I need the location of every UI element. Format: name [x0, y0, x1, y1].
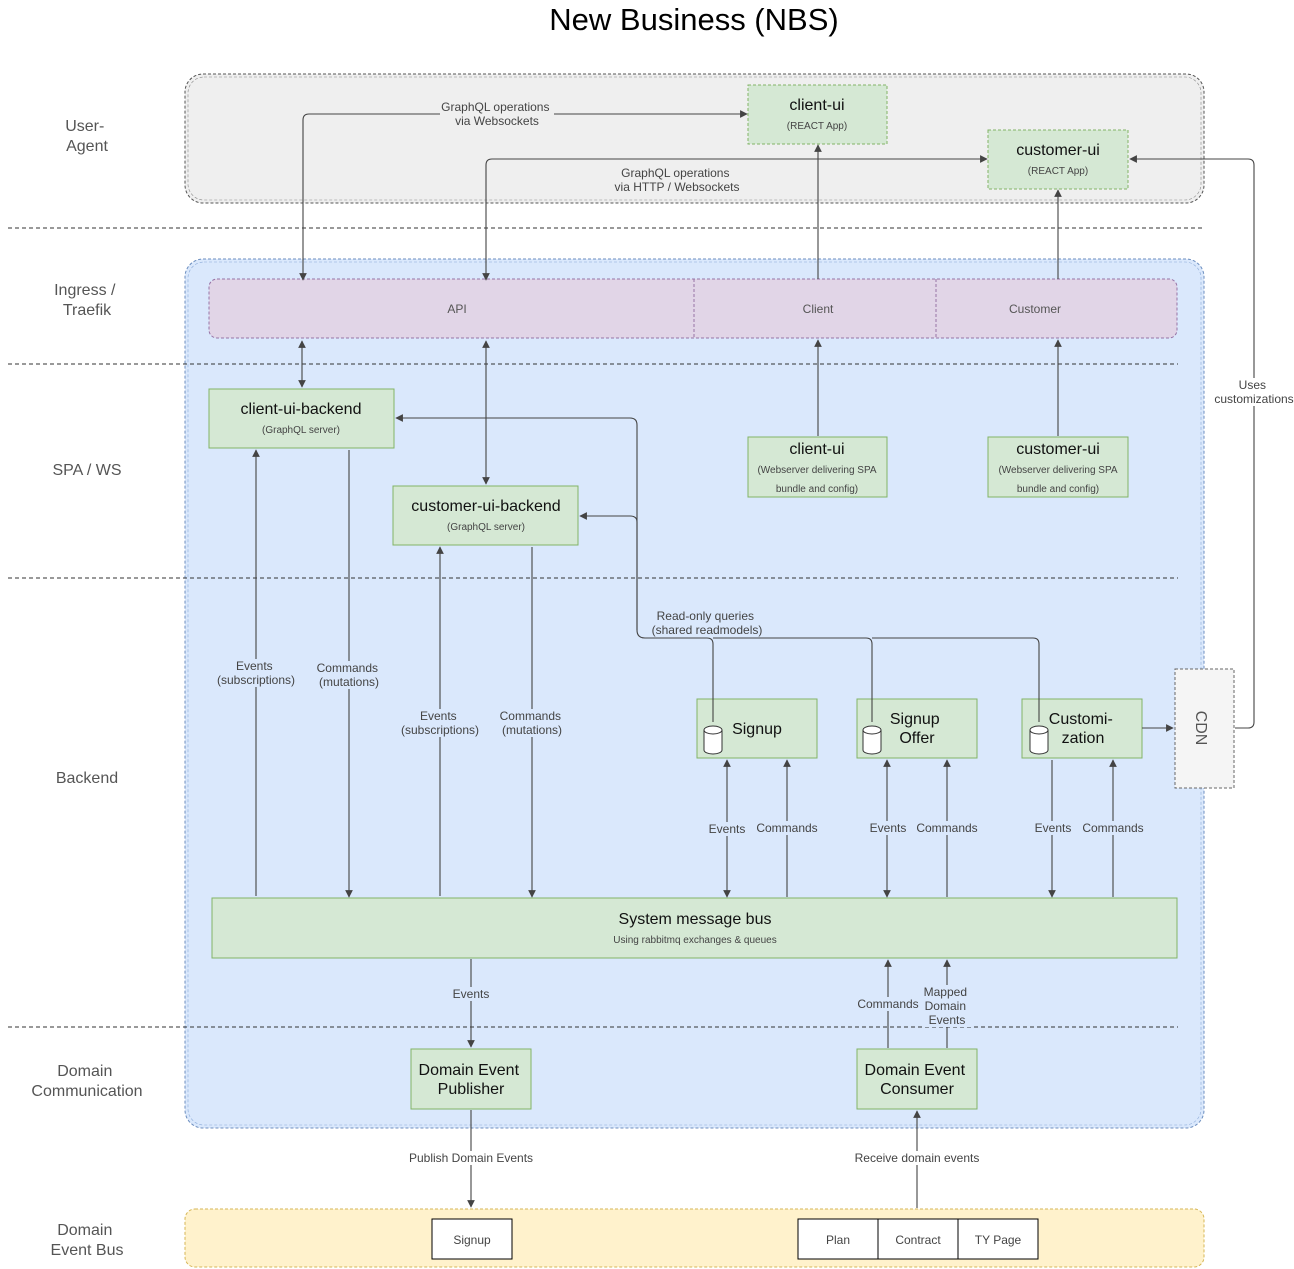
svg-text:(REACT App): (REACT App) [1028, 166, 1088, 177]
system-message-bus: System message bus Using rabbitmq exchan… [211, 897, 1178, 959]
svg-text:Plan: Plan [826, 1233, 850, 1247]
events-label: Events [1035, 821, 1072, 835]
signup-service-box: Signup [696, 698, 818, 759]
ws-connector [299, 110, 748, 281]
events-label: Events [870, 821, 907, 835]
lane-ingress: Ingress / Traefik [54, 282, 120, 319]
ingress-api: API [447, 302, 466, 316]
svg-text:(REACT App): (REACT App) [787, 121, 847, 132]
events-label: Events [453, 987, 490, 1001]
svg-text:client-ui-backend: client-ui-backend [241, 401, 362, 418]
svg-text:(GraphQL server): (GraphQL server) [447, 522, 525, 533]
events-subscriptions-label: Events (subscriptions) [217, 659, 295, 687]
readonly-queries-label: Read-only queries (shared readmodels) [652, 609, 763, 637]
customer-ui-webserver-box: customer-ui (Webserver delivering SPA bu… [987, 436, 1129, 498]
client-ui-webserver-box: client-ui (Webserver delivering SPA bund… [747, 436, 888, 498]
domain-event-publisher-box: Domain Event Publisher [410, 1048, 532, 1110]
svg-text:client-ui: client-ui [789, 441, 844, 458]
svg-text:customer-ui: customer-ui [1016, 441, 1100, 458]
svg-text:(Webserver delivering SPA: (Webserver delivering SPA [998, 465, 1117, 476]
ingress-customer: Customer [1009, 302, 1061, 316]
ws-label: GraphQL operations via Websockets [441, 100, 553, 128]
client-ui-backend-box: client-ui-backend (GraphQL server) [208, 388, 395, 449]
domain-event-bus-zone [184, 1208, 1205, 1268]
page-title: New Business (NBS) [549, 2, 838, 37]
ingress-bar: API Client Customer [208, 278, 1178, 339]
database-icon [1029, 725, 1049, 755]
customer-ui-react-box: customer-ui (REACT App) [987, 129, 1129, 190]
lane-backend: Backend [56, 770, 118, 787]
svg-text:Using rabbitmq exchanges & que: Using rabbitmq exchanges & queues [613, 935, 776, 946]
publish-domain-events-label: Publish Domain Events [409, 1151, 533, 1165]
bus-ty-page-box: TY Page [957, 1218, 1039, 1260]
svg-text:Signup: Signup [453, 1233, 491, 1247]
svg-text:Customi- zation: Customi- zation [1049, 711, 1117, 747]
svg-text:Signup Offer: Signup Offer [890, 711, 944, 747]
uses-customizations-connector [1129, 155, 1255, 729]
bus-signup-box: Signup [431, 1218, 513, 1260]
mapped-domain-events-label: Mapped Domain Events [924, 985, 971, 1027]
events-subscriptions-label: Events (subscriptions) [401, 709, 479, 737]
bus-contract-box: Contract [877, 1218, 959, 1260]
lane-domain-communication: Domain Communication [31, 1063, 142, 1100]
customization-service-box: Customi- zation [1021, 698, 1143, 759]
http-connector [482, 155, 988, 281]
http-label: GraphQL operations via HTTP / Websockets [615, 166, 740, 194]
svg-text:(GraphQL server): (GraphQL server) [262, 425, 340, 436]
events-label: Events [709, 822, 746, 836]
svg-text:customer-ui: customer-ui [1016, 142, 1100, 159]
commands-label: Commands [857, 997, 918, 1011]
svg-text:customer-ui-backend: customer-ui-backend [411, 498, 560, 515]
svg-text:System message bus: System message bus [619, 911, 772, 928]
svg-text:CDN: CDN [1192, 711, 1209, 746]
commands-label: Commands [756, 821, 817, 835]
svg-text:bundle and config): bundle and config) [1017, 484, 1099, 495]
uses-customizations-label: Uses customizations [1214, 378, 1293, 406]
bus-plan-box: Plan [797, 1218, 879, 1260]
customer-ui-backend-box: customer-ui-backend (GraphQL server) [392, 485, 579, 546]
signup-offer-service-box: Signup Offer [856, 698, 978, 759]
client-ui-react-box: client-ui (REACT App) [747, 84, 888, 145]
svg-text:bundle and config): bundle and config) [776, 484, 858, 495]
lane-spa-ws: SPA / WS [52, 462, 121, 479]
svg-text:TY Page: TY Page [975, 1233, 1022, 1247]
lane-domain-event-bus: Domain Event Bus [51, 1222, 124, 1259]
commands-label: Commands [916, 821, 977, 835]
receive-domain-events-label: Receive domain events [855, 1151, 980, 1165]
commands-mutations-label: Commands (mutations) [500, 709, 565, 737]
cdn-box: CDN [1174, 668, 1235, 789]
svg-text:Domain Event Publisher: Domain Event Publisher [419, 1062, 524, 1098]
database-icon [862, 725, 882, 755]
commands-mutations-label: Commands (mutations) [317, 661, 382, 689]
lane-user-agent: User- Agent [65, 118, 109, 155]
readonly-queries-connector [395, 414, 638, 630]
svg-text:(Webserver delivering SPA: (Webserver delivering SPA [757, 465, 876, 476]
ingress-client: Client [803, 302, 834, 316]
svg-text:Domain Event Consumer: Domain Event Consumer [865, 1062, 970, 1098]
commands-label: Commands [1082, 821, 1143, 835]
svg-text:client-ui: client-ui [789, 97, 844, 114]
domain-event-consumer-box: Domain Event Consumer [856, 1048, 978, 1110]
svg-text:Signup: Signup [732, 721, 782, 738]
database-icon [703, 725, 723, 755]
svg-text:Contract: Contract [895, 1233, 941, 1247]
